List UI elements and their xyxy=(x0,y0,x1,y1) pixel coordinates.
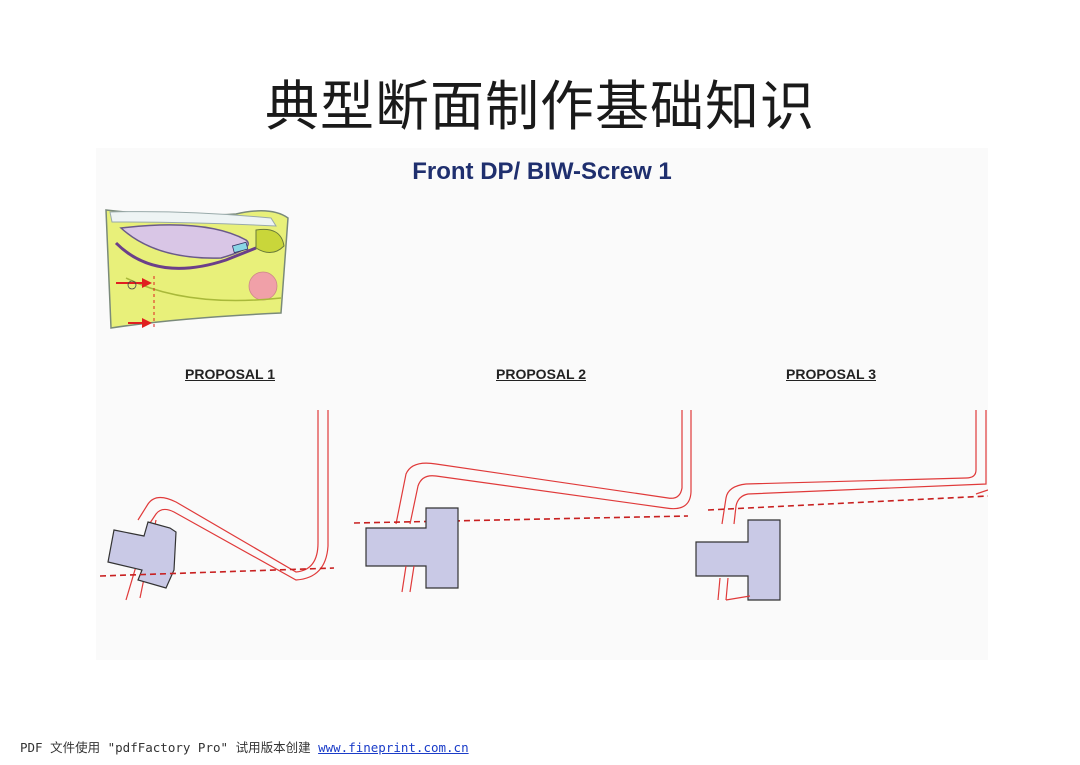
section-drawings xyxy=(99,209,988,601)
door-thumbnail-illustration xyxy=(105,209,289,330)
proposal-3-label: PROPOSAL 3 xyxy=(786,366,876,382)
slide-title: Front DP/ BIW-Screw 1 xyxy=(412,158,672,185)
page-title: 典型断面制作基础知识 xyxy=(265,75,815,138)
proposal-2-section xyxy=(353,410,692,593)
slide-image: Front DP/ BIW-Screw 1 PROPOSAL 1 PROPOSA… xyxy=(96,148,988,660)
proposal-1-section xyxy=(99,410,335,601)
proposal-1-label: PROPOSAL 1 xyxy=(185,366,275,382)
footer-text: PDF 文件使用 "pdfFactory Pro" 试用版本创建 xyxy=(20,740,319,755)
footer: PDF 文件使用 "pdfFactory Pro" 试用版本创建 www.fin… xyxy=(20,737,469,756)
footer-link[interactable]: www.fineprint.com.cn xyxy=(318,740,469,755)
proposal-3-section xyxy=(695,410,988,601)
proposal-2-label: PROPOSAL 2 xyxy=(496,366,586,382)
